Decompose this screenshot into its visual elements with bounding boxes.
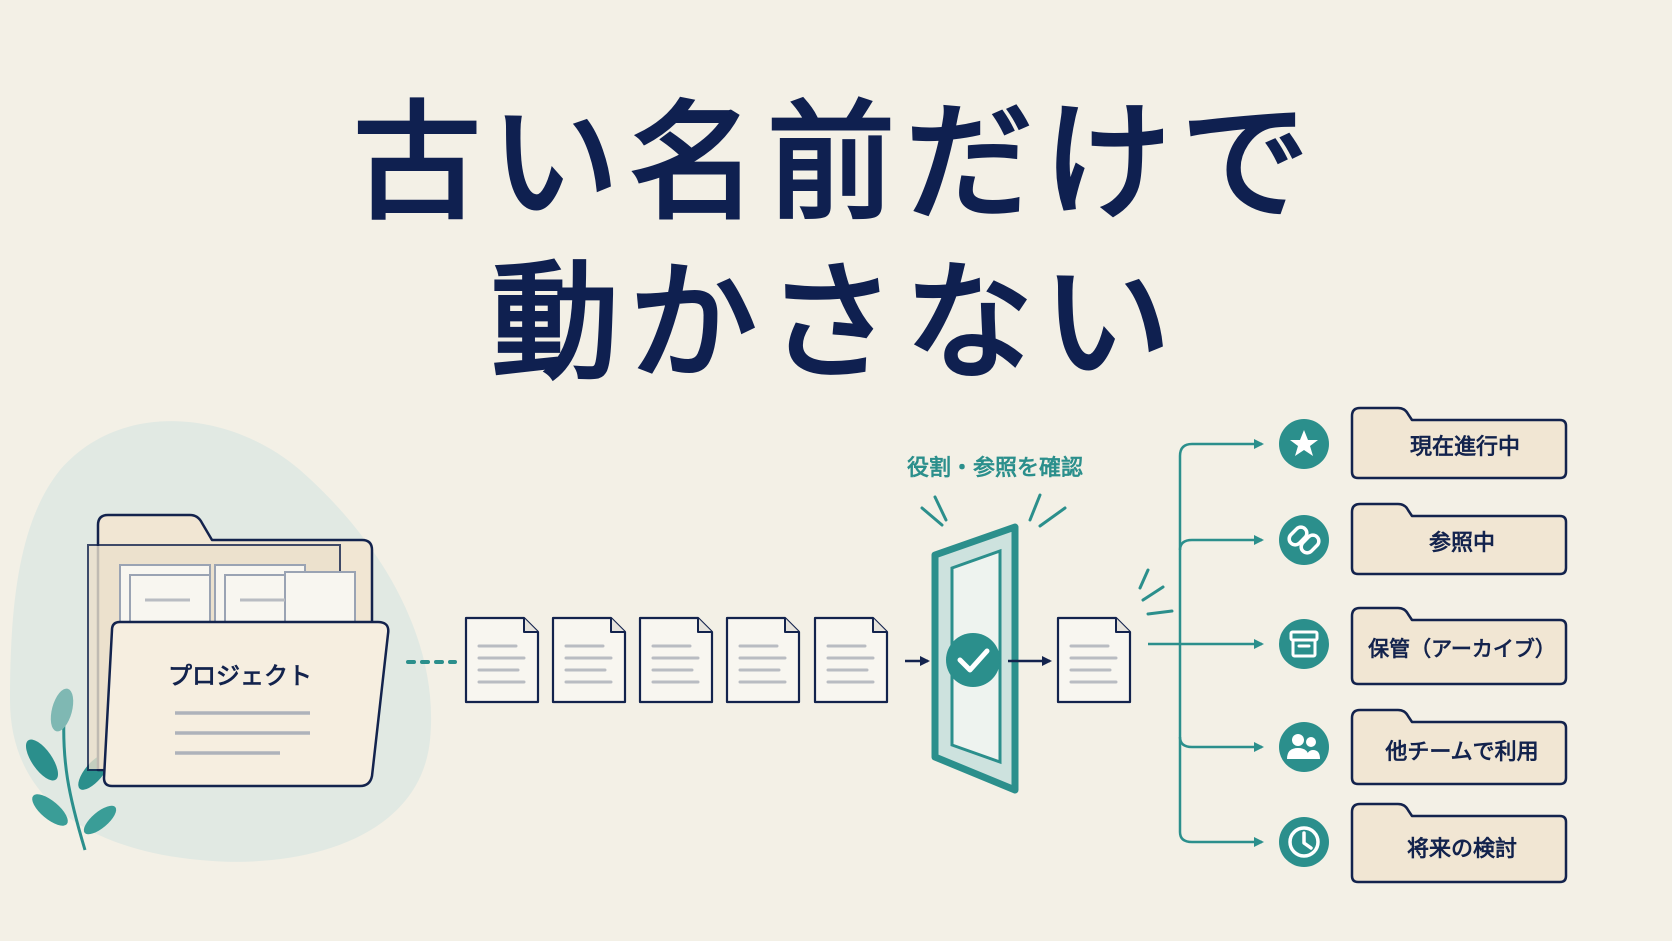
title-line-2: 動かさない — [490, 249, 1181, 398]
folder-icon — [1350, 708, 1568, 786]
check-gate-label: 役割・参照を確認 — [907, 455, 1083, 481]
clock-icon — [1279, 817, 1329, 867]
star-icon — [1279, 419, 1329, 469]
document-icon — [725, 616, 801, 704]
project-folder-label: プロジェクト — [168, 662, 312, 690]
document-icon — [551, 616, 627, 704]
destination-label: 保管（アーカイブ） — [1367, 637, 1556, 661]
destination-archive: 保管（アーカイブ） — [1279, 606, 1568, 686]
folder-icon — [1350, 502, 1568, 576]
document-icon — [638, 616, 714, 704]
branch-connectors — [1148, 439, 1264, 847]
folder-icon — [1350, 406, 1568, 480]
destination-referenced: 参照中 — [1279, 502, 1568, 576]
people-icon — [1279, 722, 1329, 772]
project-folder-icon: プロジェクト — [87, 513, 390, 788]
folder-icon — [1350, 802, 1568, 884]
folder-icon — [1350, 606, 1568, 686]
checked-document-icon — [1056, 616, 1132, 704]
check-circle-icon — [946, 633, 1000, 687]
destination-future: 将来の検討 — [1279, 802, 1568, 884]
document-icon — [813, 616, 889, 704]
destination-other-team: 他チームで利用 — [1279, 708, 1568, 786]
destination-label: 参照中 — [1429, 530, 1495, 556]
destination-label: 現在進行中 — [1410, 434, 1520, 460]
destination-label: 他チームで利用 — [1384, 740, 1538, 765]
plant-icon — [25, 688, 117, 851]
check-gate — [920, 493, 1067, 794]
document-icon — [464, 616, 540, 704]
destination-label: 将来の検討 — [1407, 836, 1517, 862]
destination-current: 現在進行中 — [1279, 406, 1568, 480]
title-line-1: 古い名前だけで — [352, 89, 1319, 238]
archive-box-icon — [1279, 619, 1329, 669]
link-icon — [1279, 515, 1329, 565]
